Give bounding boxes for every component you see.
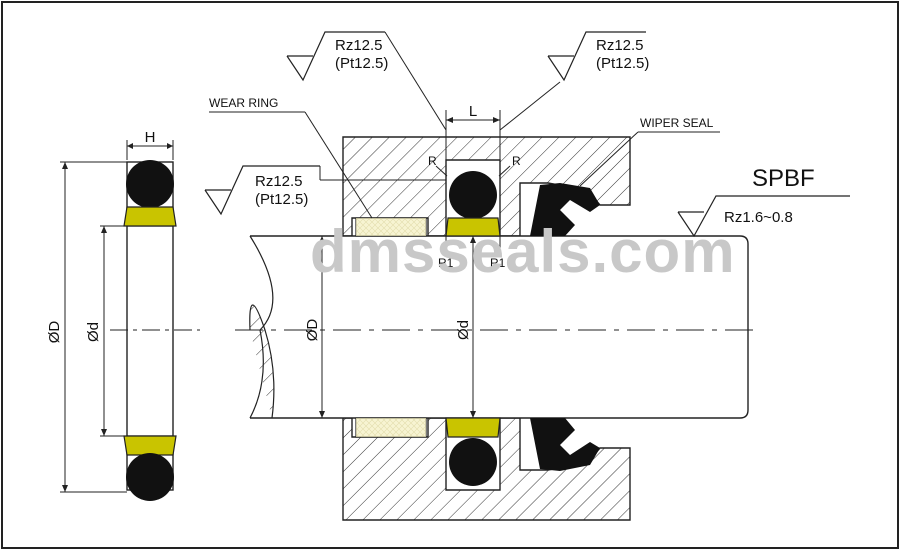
- top-oring: [126, 160, 174, 208]
- finish-top-right-line2: (Pt12.5): [596, 55, 649, 72]
- finish-wear-groove-line1: Rz12.5: [255, 173, 303, 190]
- finish-top-left-line2: (Pt12.5): [335, 55, 388, 72]
- wear-ring-label: WEAR RING: [209, 96, 278, 110]
- finish-wear-groove-line2: (Pt12.5): [255, 191, 308, 208]
- main-inner-diameter-label: Ød: [455, 320, 472, 340]
- inner-diameter-label: Ød: [85, 322, 102, 342]
- radius1-label-right: R1: [490, 256, 506, 270]
- finish-rod-surface: Rz1.6~0.8: [724, 209, 793, 226]
- wiper-seal-label: WIPER SEAL: [640, 116, 714, 130]
- bottom-oring: [126, 453, 174, 501]
- finish-top-left-line1: Rz12.5: [335, 37, 383, 54]
- groove-length-label: L: [469, 103, 477, 120]
- radius1-label-left: R1: [438, 256, 454, 270]
- outer-diameter-label: ØD: [46, 321, 63, 344]
- height-label: H: [145, 129, 156, 146]
- radius-label-left: R: [428, 154, 437, 168]
- finish-top-right-line1: Rz12.5: [596, 37, 644, 54]
- radius-label-right: R: [512, 154, 521, 168]
- product-title: SPBF: [752, 165, 815, 192]
- rod: [235, 235, 760, 419]
- rod-seal: [445, 171, 501, 486]
- ring-section-view: [60, 140, 200, 501]
- bottom-cap-ring: [123, 435, 177, 456]
- watermark: dmsseals.com: [310, 218, 736, 285]
- main-outer-diameter-label: ØD: [304, 319, 321, 342]
- wiper-seal: [530, 183, 600, 471]
- top-cap-ring: [123, 206, 177, 227]
